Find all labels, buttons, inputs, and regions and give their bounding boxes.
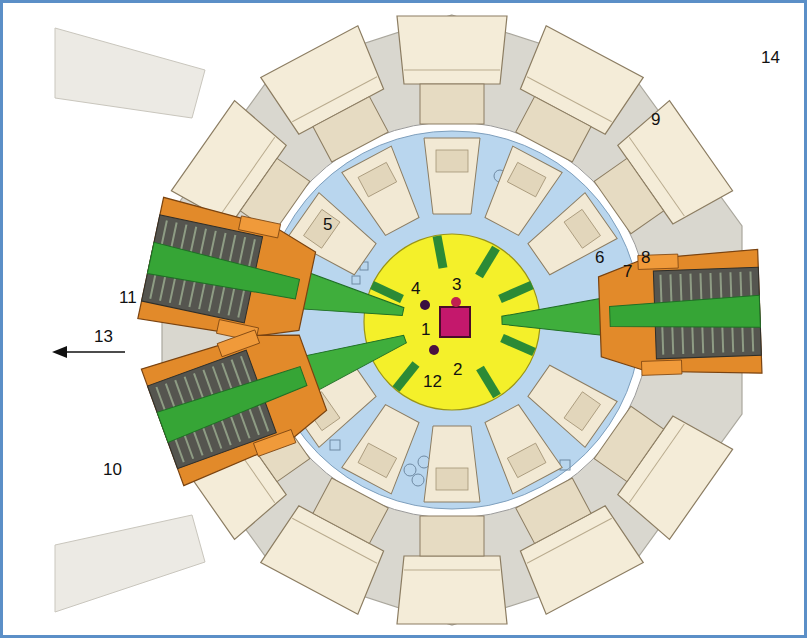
- port-dot: [420, 300, 430, 310]
- callout-number: 1: [421, 321, 430, 340]
- callout-number: 3: [452, 276, 461, 295]
- callout-number: 14: [761, 49, 780, 68]
- callout-number: 13: [94, 328, 113, 347]
- callout-number: 2: [453, 361, 462, 380]
- callout-number: 5: [323, 216, 332, 235]
- port-dot: [429, 345, 439, 355]
- callout-number: 4: [411, 280, 420, 299]
- callout-number: 10: [103, 461, 122, 480]
- callout-number: 6: [595, 249, 604, 268]
- target: [440, 307, 470, 337]
- callout-number: 7: [623, 263, 632, 282]
- port-dot: [451, 297, 461, 307]
- beam-arrow: [52, 346, 125, 358]
- callout-number: 12: [423, 373, 442, 392]
- callout-number: 11: [119, 289, 137, 308]
- callout-number: 9: [651, 111, 660, 130]
- spectrometers: [138, 197, 762, 485]
- callout-number: 8: [641, 249, 650, 268]
